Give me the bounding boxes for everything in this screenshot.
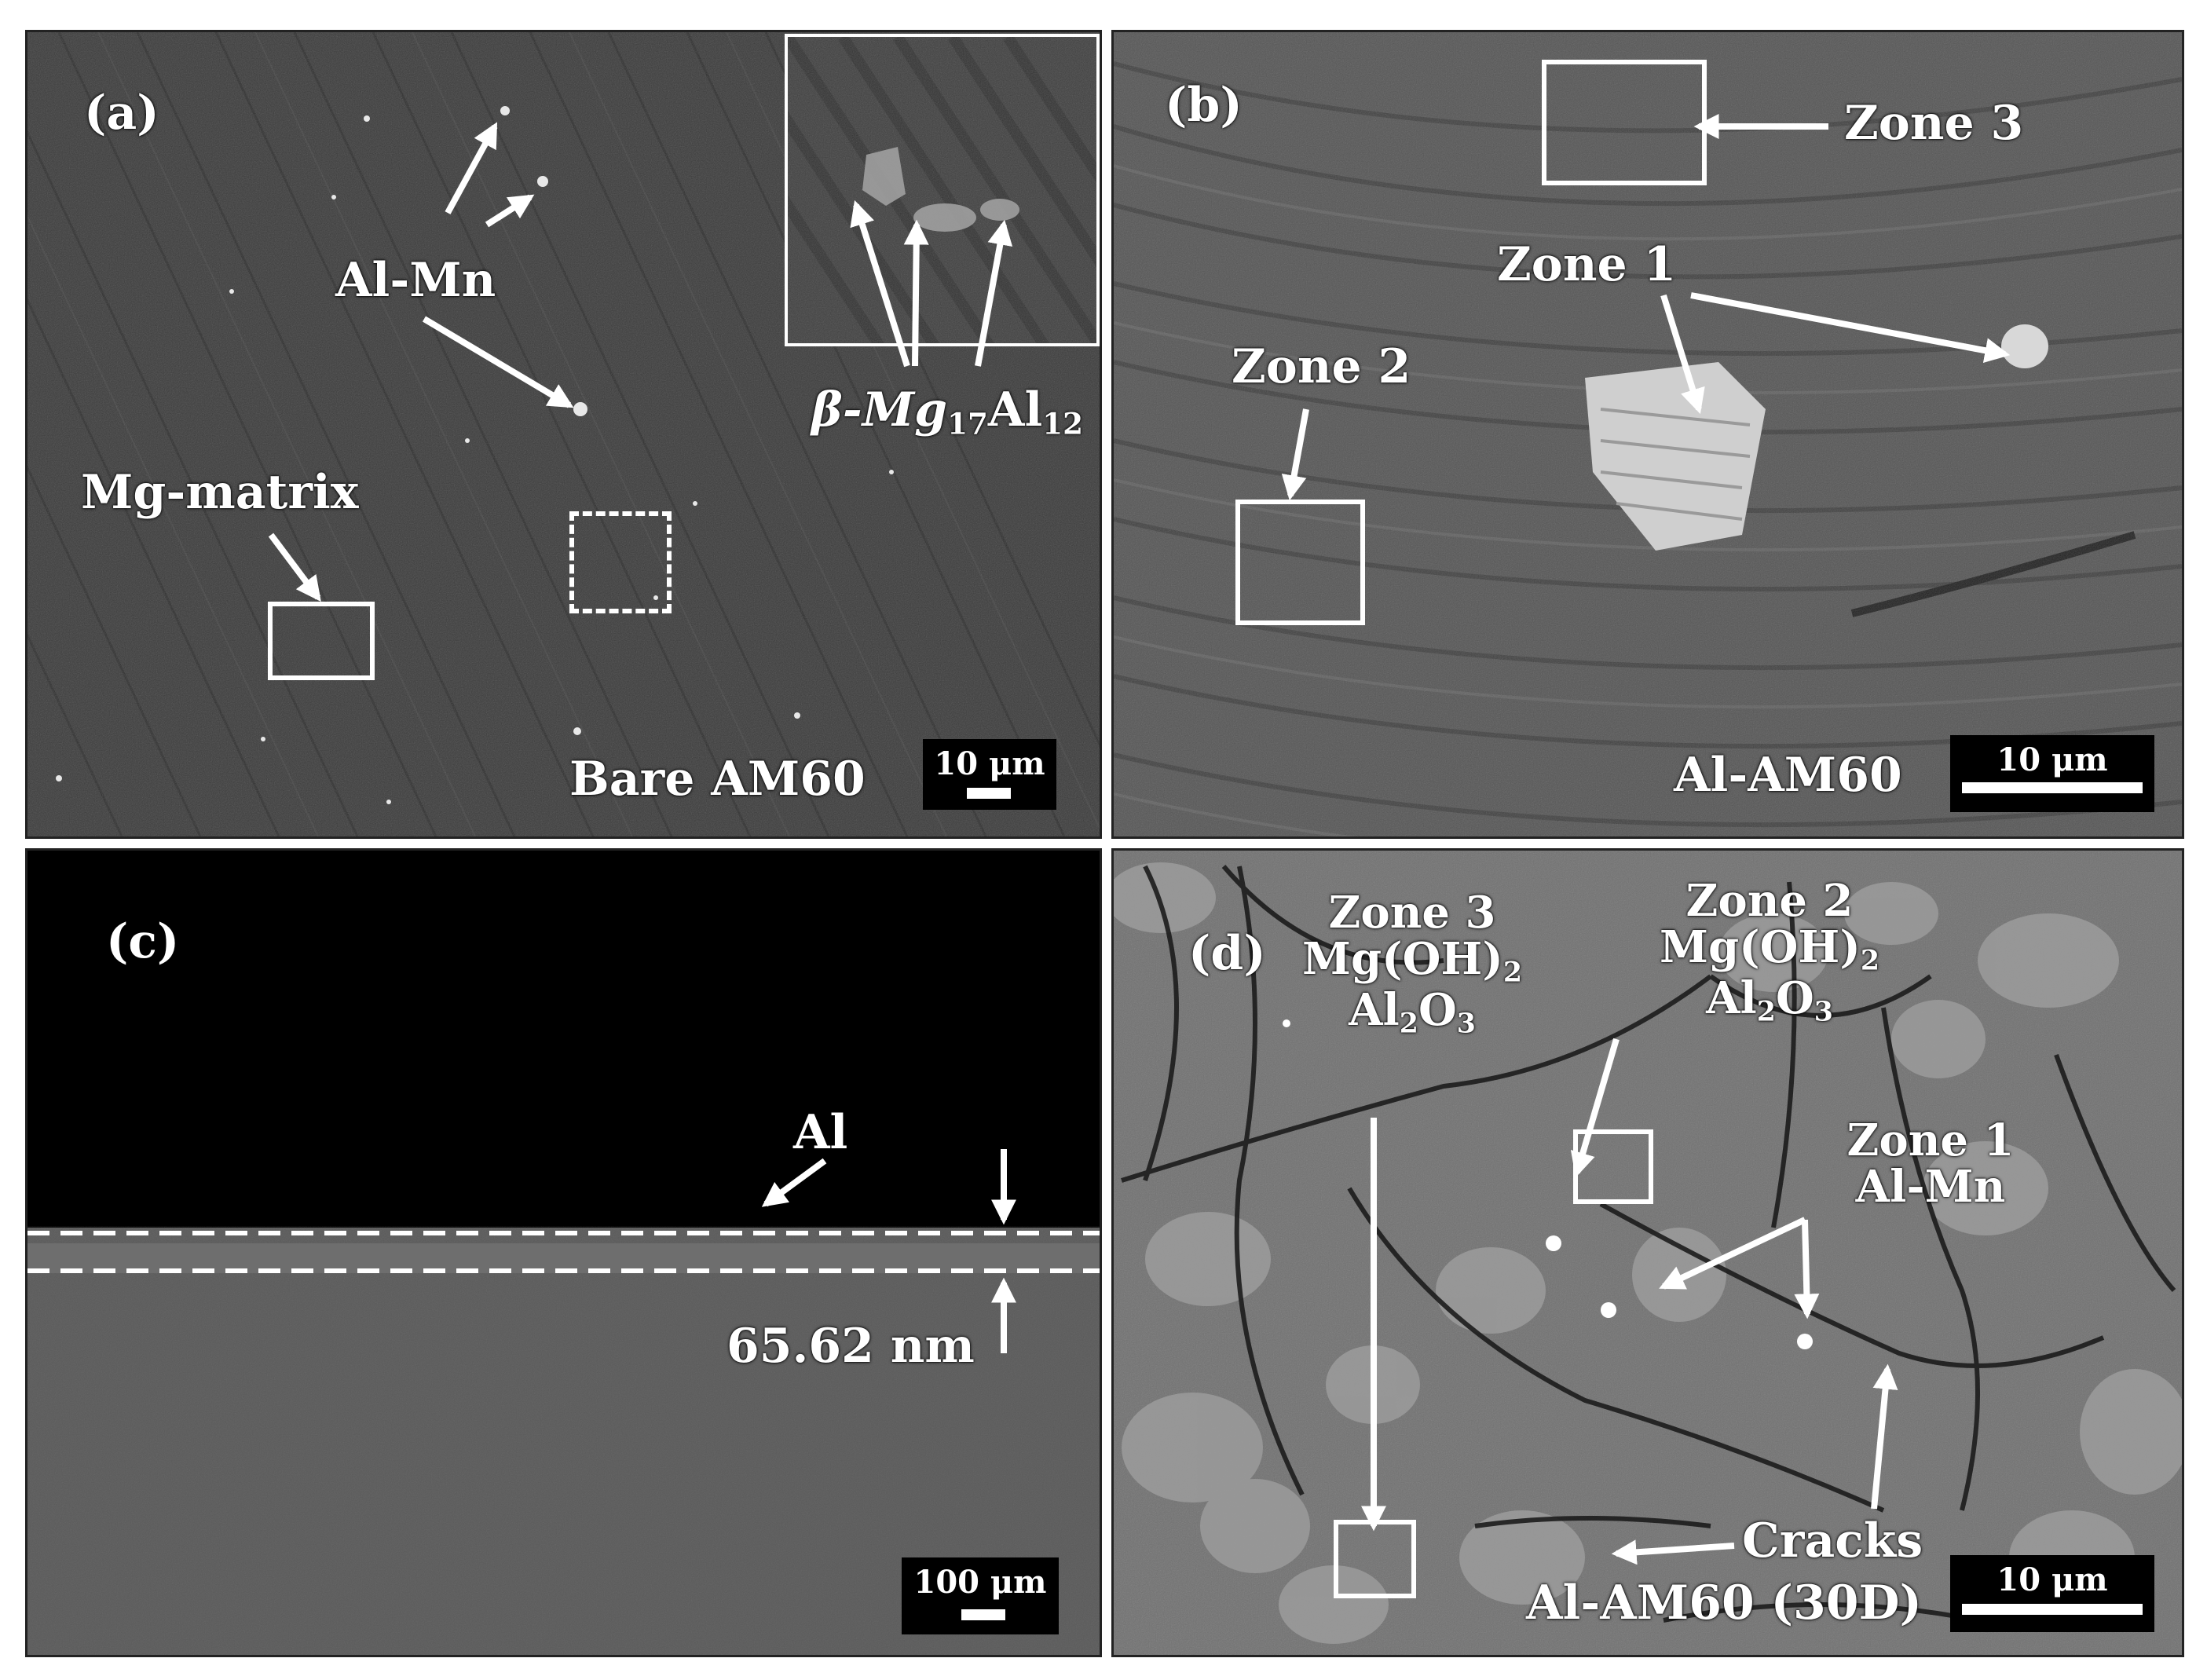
scale-bar-d: 10 μm bbox=[1950, 1555, 2154, 1632]
zone3-compound2: Al2O3 bbox=[1290, 987, 1534, 1038]
zone2-o-sub: 3 bbox=[1814, 995, 1833, 1028]
zone2-al-sub: 2 bbox=[1756, 995, 1776, 1028]
panel-d-label: (d) bbox=[1188, 926, 1266, 981]
beta-sub-12: 12 bbox=[1042, 406, 1084, 441]
panel-b-micrograph bbox=[1114, 32, 2182, 836]
sample-label-a: Bare AM60 bbox=[569, 752, 866, 807]
panel-a-inset bbox=[785, 34, 1100, 346]
thickness-label: 65.62 nm bbox=[727, 1319, 975, 1374]
zone3-caption-d: Zone 3 Mg(OH)2 Al2O3 bbox=[1290, 890, 1534, 1038]
scale-line-d bbox=[1962, 1604, 2143, 1615]
zone2-label-b: Zone 2 bbox=[1232, 339, 1411, 394]
panel-b-label: (b) bbox=[1165, 78, 1243, 133]
zone3-al-sub: 2 bbox=[1399, 1007, 1418, 1040]
al-mn-label: Al-Mn bbox=[335, 253, 496, 308]
zone2-caption-d: Zone 2 Mg(OH)2 Al2O3 bbox=[1648, 878, 1891, 1027]
panel-c-label: (c) bbox=[106, 914, 180, 969]
mg-matrix-box bbox=[268, 602, 375, 680]
zone3-box-d bbox=[1334, 1520, 1416, 1598]
scale-text-c: 100 μm bbox=[913, 1564, 1047, 1601]
panel-a: (a) Al-Mn β-Mg17Al12 Mg-matrix Bare AM60… bbox=[25, 30, 1102, 839]
zone2-mgoh-sub: 2 bbox=[1860, 944, 1879, 977]
beta-phase-label: β-Mg17Al12 bbox=[811, 386, 1083, 439]
cracks-label: Cracks bbox=[1742, 1513, 1923, 1568]
mg-matrix-label: Mg-matrix bbox=[81, 465, 359, 520]
panel-a-label: (a) bbox=[84, 86, 159, 141]
zone2-mgoh: Mg(OH) bbox=[1660, 921, 1861, 973]
sample-label-d: Al-AM60 (30D) bbox=[1526, 1576, 1922, 1631]
zone3-box-b bbox=[1542, 60, 1707, 185]
scale-bar-a: 10 μm bbox=[923, 739, 1056, 810]
zone2-compound2: Al2O3 bbox=[1648, 975, 1891, 1027]
zone2-al: Al bbox=[1706, 972, 1757, 1024]
zone3-label-b: Zone 3 bbox=[1844, 96, 2024, 151]
scale-text-d: 10 μm bbox=[1997, 1561, 2108, 1598]
scale-text-b: 10 μm bbox=[1997, 741, 2108, 778]
zone2-compound1: Mg(OH)2 bbox=[1648, 924, 1891, 975]
scale-line-a bbox=[967, 788, 1011, 799]
panel-c: (c) Al 65.62 nm 100 μm bbox=[25, 848, 1102, 1657]
inset-source-box bbox=[569, 511, 672, 613]
scale-line-c bbox=[961, 1609, 1005, 1620]
zone3-label-d: Zone 3 bbox=[1328, 887, 1496, 939]
beta-prefix: β-Mg bbox=[811, 382, 948, 437]
zone1-phase-d: Al-Mn bbox=[1855, 1160, 2006, 1213]
scale-bar-b: 10 μm bbox=[1950, 735, 2154, 812]
panel-c-micrograph bbox=[27, 851, 1100, 1655]
sample-label-b: Al-AM60 bbox=[1674, 748, 1902, 803]
scale-line-b bbox=[1962, 782, 2143, 793]
zone2-o: O bbox=[1775, 972, 1814, 1024]
zone1-caption-d: Zone 1 Al-Mn bbox=[1813, 1118, 2048, 1210]
zone3-compound1: Mg(OH)2 bbox=[1290, 932, 1534, 989]
zone2-box-b bbox=[1235, 500, 1365, 625]
zone3-o: O bbox=[1418, 983, 1457, 1036]
scale-text-a: 10 μm bbox=[934, 745, 1045, 782]
zone3-mgoh-sub: 2 bbox=[1502, 956, 1522, 989]
panel-d: (d) Zone 3 Mg(OH)2 Al2O3 Zone 2 Mg(OH)2 … bbox=[1111, 848, 2184, 1657]
zone3-al: Al bbox=[1349, 983, 1400, 1036]
al-layer-label: Al bbox=[793, 1105, 848, 1160]
scale-bar-c: 100 μm bbox=[902, 1557, 1059, 1634]
zone2-box-d bbox=[1573, 1129, 1653, 1204]
panel-b: (b) Zone 3 Zone 1 Zone 2 Al-AM60 10 μm bbox=[1111, 30, 2184, 839]
beta-sub-17: 17 bbox=[947, 406, 988, 441]
zone1-label-b: Zone 1 bbox=[1497, 237, 1677, 292]
zone3-o-sub: 3 bbox=[1456, 1007, 1476, 1040]
zone2-label-d: Zone 2 bbox=[1685, 875, 1854, 927]
beta-al: Al bbox=[987, 382, 1043, 437]
zone1-label-d: Zone 1 bbox=[1846, 1115, 2015, 1166]
zone3-mgoh: Mg(OH) bbox=[1302, 932, 1503, 985]
